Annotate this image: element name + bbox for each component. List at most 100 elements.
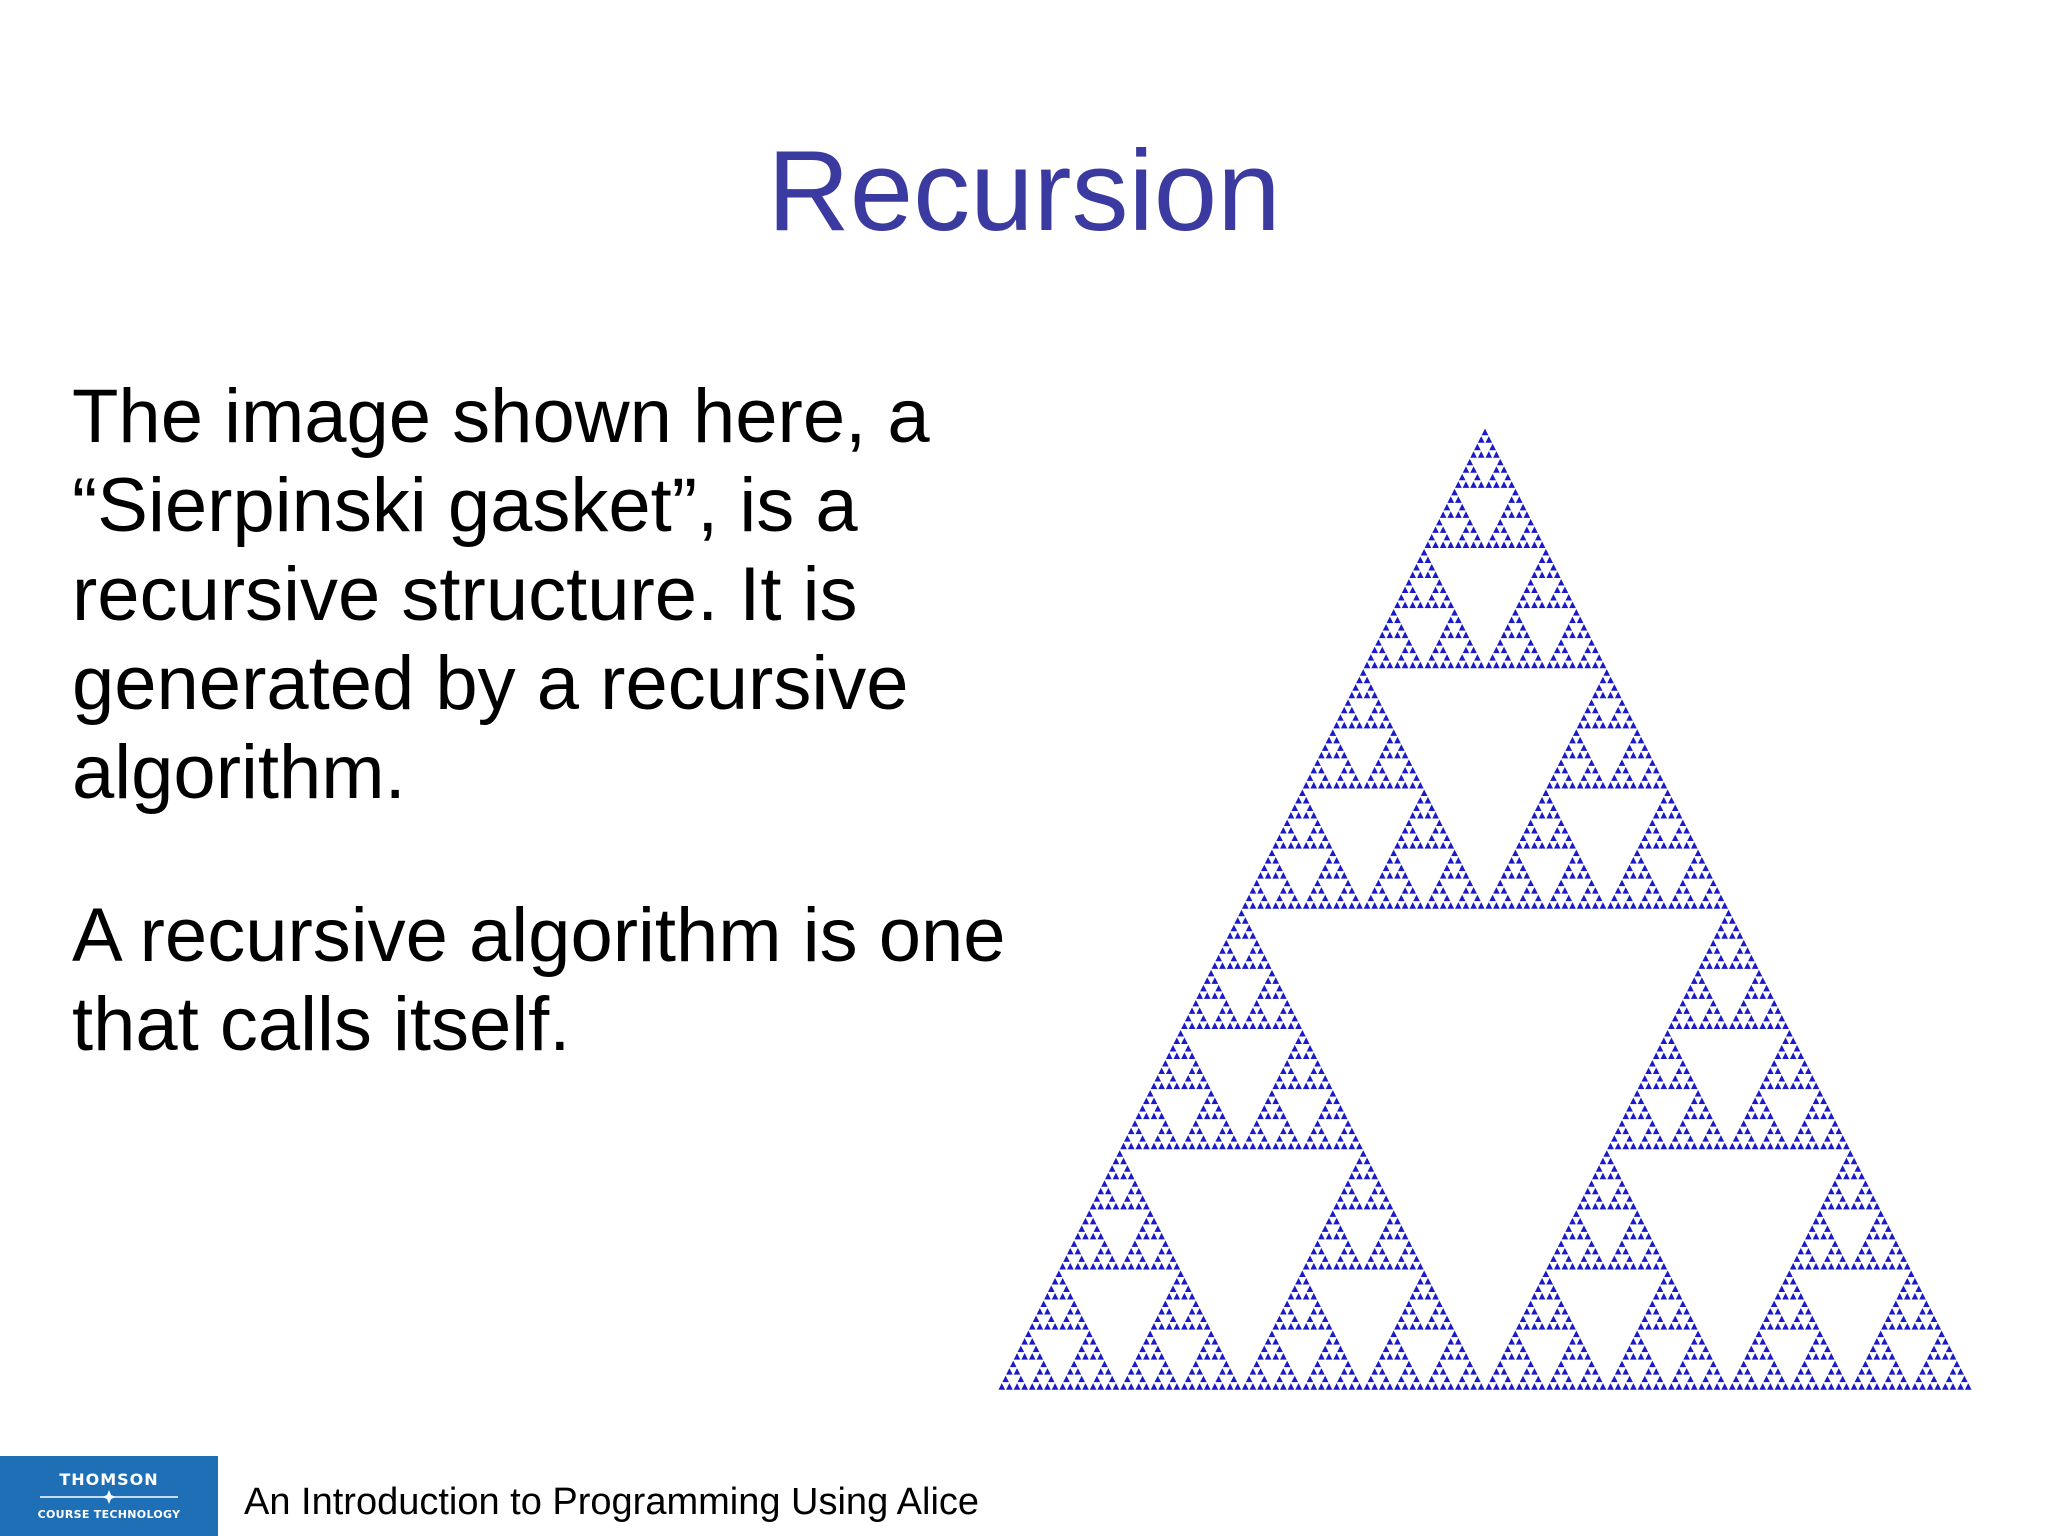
gasket-triangle	[1400, 645, 1410, 654]
gasket-triangle	[1339, 780, 1349, 790]
gasket-triangle	[1651, 1141, 1661, 1150]
gasket-triangle	[1705, 1021, 1714, 1030]
gasket-triangle	[1750, 1141, 1760, 1150]
gasket-triangle	[1644, 870, 1653, 880]
gasket-triangle	[1450, 607, 1459, 617]
gasket-triangle	[1826, 1111, 1836, 1120]
gasket-triangle	[1530, 840, 1539, 850]
gasket-triangle	[1077, 1254, 1086, 1263]
gasket-triangle	[1689, 1321, 1699, 1331]
gasket-triangle	[1309, 765, 1319, 775]
gasket-triangle	[1271, 1351, 1281, 1361]
gasket-triangle	[1225, 1366, 1235, 1376]
gasket-triangle	[1507, 870, 1516, 880]
gasket-triangle	[1092, 1193, 1102, 1203]
gasket-triangle	[1773, 1291, 1783, 1301]
gasket-triangle	[1134, 1351, 1144, 1361]
gasket-triangle	[1583, 870, 1593, 880]
gasket-triangle	[1416, 810, 1425, 820]
gasket-triangle	[1195, 1111, 1204, 1120]
gasket-triangle	[1180, 1276, 1189, 1286]
gasket-triangle	[1651, 765, 1661, 775]
gasket-triangle	[1819, 1096, 1828, 1105]
gasket-triangle	[1332, 1231, 1341, 1240]
gasket-triangle	[1522, 1366, 1532, 1376]
gasket-triangle	[1922, 1299, 1931, 1308]
gasket-triangle	[1606, 1261, 1615, 1271]
gasket-triangle	[1202, 1336, 1212, 1346]
gasket-triangle	[1518, 652, 1528, 662]
gasket-triangle	[1613, 690, 1623, 699]
gasket-triangle	[1522, 900, 1532, 910]
gasket-triangle	[1788, 1261, 1798, 1271]
gasket-triangle	[1583, 1351, 1593, 1361]
gasket-triangle	[1389, 1208, 1398, 1218]
gasket-triangle	[1499, 885, 1509, 895]
gasket-triangle	[1674, 885, 1684, 895]
gasket-triangle	[1362, 660, 1372, 669]
gasket-triangle	[1058, 1276, 1067, 1286]
gasket-triangle	[1454, 510, 1463, 519]
gasket-triangle	[1579, 652, 1589, 662]
gasket-triangle	[1895, 1306, 1905, 1316]
gasket-triangle	[1686, 1374, 1695, 1383]
gasket-triangle	[1412, 1254, 1421, 1263]
gasket-triangle	[1514, 615, 1524, 624]
gasket-triangle	[1514, 1381, 1524, 1391]
gasket-triangle	[1309, 810, 1319, 820]
gasket-triangle	[1579, 1193, 1589, 1203]
gasket-triangle	[1457, 532, 1467, 542]
gasket-triangle	[1275, 1344, 1284, 1353]
gasket-triangle	[1149, 1216, 1159, 1225]
gasket-triangle	[1556, 577, 1566, 587]
gasket-triangle	[1221, 998, 1231, 1008]
gasket-triangle	[1104, 1381, 1113, 1391]
gasket-triangle	[1674, 1066, 1684, 1075]
gasket-triangle	[1484, 540, 1494, 549]
gasket-triangle	[1720, 960, 1729, 970]
gasket-triangle	[1838, 1163, 1847, 1173]
gasket-triangle	[1651, 1126, 1661, 1135]
gasket-triangle	[1320, 742, 1330, 752]
gasket-triangle	[1606, 900, 1615, 910]
thomson-course-technology-logo: THOMSON COURSE TECHNOLOGY	[0, 1456, 218, 1536]
gasket-triangle	[1492, 464, 1501, 474]
gasket-triangle	[1377, 900, 1387, 910]
gasket-triangle	[1286, 885, 1296, 895]
gasket-triangle	[1651, 1246, 1661, 1256]
gasket-triangle	[1621, 1231, 1631, 1240]
gasket-triangle	[1286, 1291, 1296, 1301]
gasket-triangle	[1735, 1381, 1745, 1391]
gasket-triangle	[1241, 1381, 1250, 1391]
gasket-triangle	[1058, 1321, 1067, 1331]
gasket-triangle	[1088, 1381, 1098, 1391]
gasket-triangle	[1651, 885, 1661, 895]
gasket-triangle	[1903, 1276, 1912, 1286]
gasket-triangle	[1648, 1058, 1657, 1068]
gasket-triangle	[1172, 1036, 1182, 1045]
gasket-triangle	[1454, 540, 1463, 549]
gasket-triangle	[1697, 991, 1707, 1000]
gasket-triangle	[1613, 1201, 1623, 1210]
gasket-triangle	[1868, 1223, 1878, 1233]
gasket-triangle	[1309, 1141, 1319, 1150]
gasket-triangle	[1385, 750, 1395, 759]
gasket-triangle	[1918, 1306, 1927, 1316]
gasket-triangle	[1263, 1021, 1273, 1030]
gasket-triangle	[1750, 1381, 1760, 1391]
gasket-triangle	[1427, 532, 1437, 542]
gasket-triangle	[1206, 1088, 1216, 1098]
gasket-triangle	[1263, 870, 1273, 880]
gasket-triangle	[1613, 720, 1623, 729]
gasket-triangle	[1457, 863, 1467, 872]
gasket-triangle	[1560, 840, 1570, 850]
gasket-triangle	[1488, 472, 1497, 481]
gasket-triangle	[1332, 1261, 1341, 1271]
gasket-triangle	[1130, 1239, 1140, 1248]
gasket-triangle	[1130, 1178, 1140, 1188]
gasket-triangle	[1857, 1246, 1866, 1256]
gasket-triangle	[1309, 780, 1319, 790]
gasket-triangle	[1648, 818, 1657, 827]
gasket-triangle	[1895, 1246, 1905, 1256]
gasket-triangle	[1636, 900, 1646, 910]
